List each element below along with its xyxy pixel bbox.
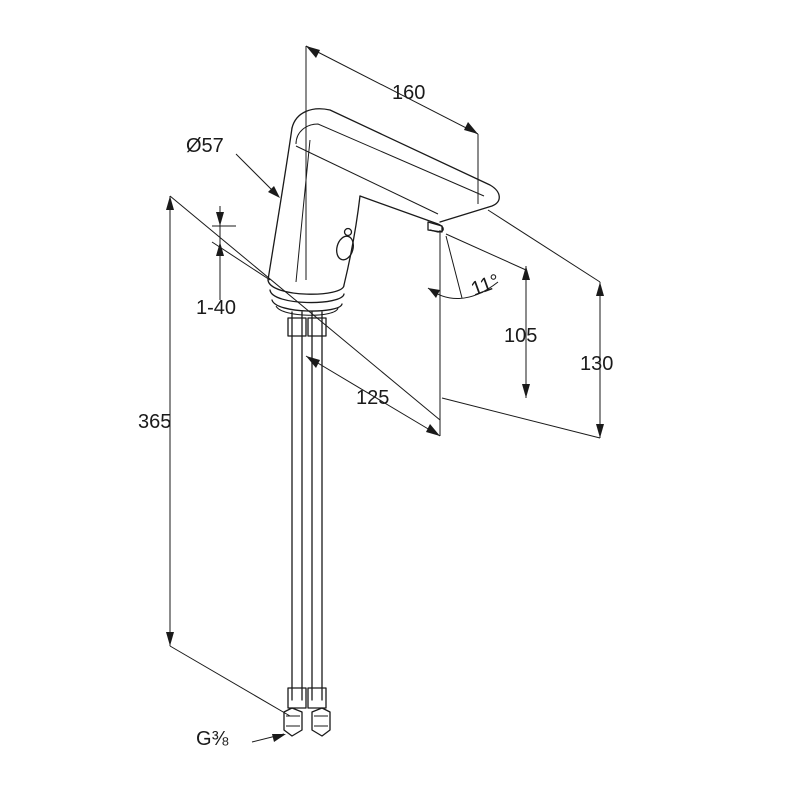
faucet-outline [267, 46, 500, 737]
label-overall-height: 130 [580, 353, 613, 375]
label-overall-length: 365 [138, 411, 171, 433]
dimension-spout-height: 105 [445, 233, 537, 398]
dimension-reach: 125 [305, 230, 441, 437]
dimension-connection-thread: G⅜ [196, 728, 286, 750]
dimension-overall-height: 130 [441, 209, 613, 439]
label-reach: 125 [356, 387, 389, 409]
label-connection-thread-fraction: ⅜ [212, 728, 229, 750]
dimension-overall-length: 365 [138, 195, 441, 717]
label-spout-angle: 11° [468, 270, 503, 301]
label-clamping-range: 1-40 [196, 297, 236, 319]
dimension-spout-length: 160 [305, 45, 479, 204]
dimension-spout-angle: 11° [427, 235, 503, 301]
dimension-body-diameter: Ø57 [186, 135, 280, 198]
label-connection-thread-main: G [196, 728, 212, 750]
label-body-diameter: Ø57 [186, 135, 224, 157]
label-spout-length: 160 [392, 82, 425, 104]
label-spout-height: 105 [504, 325, 537, 347]
dimension-clamping-range: 1-40 [196, 206, 271, 319]
label-connection-thread: G⅜ [196, 728, 229, 750]
